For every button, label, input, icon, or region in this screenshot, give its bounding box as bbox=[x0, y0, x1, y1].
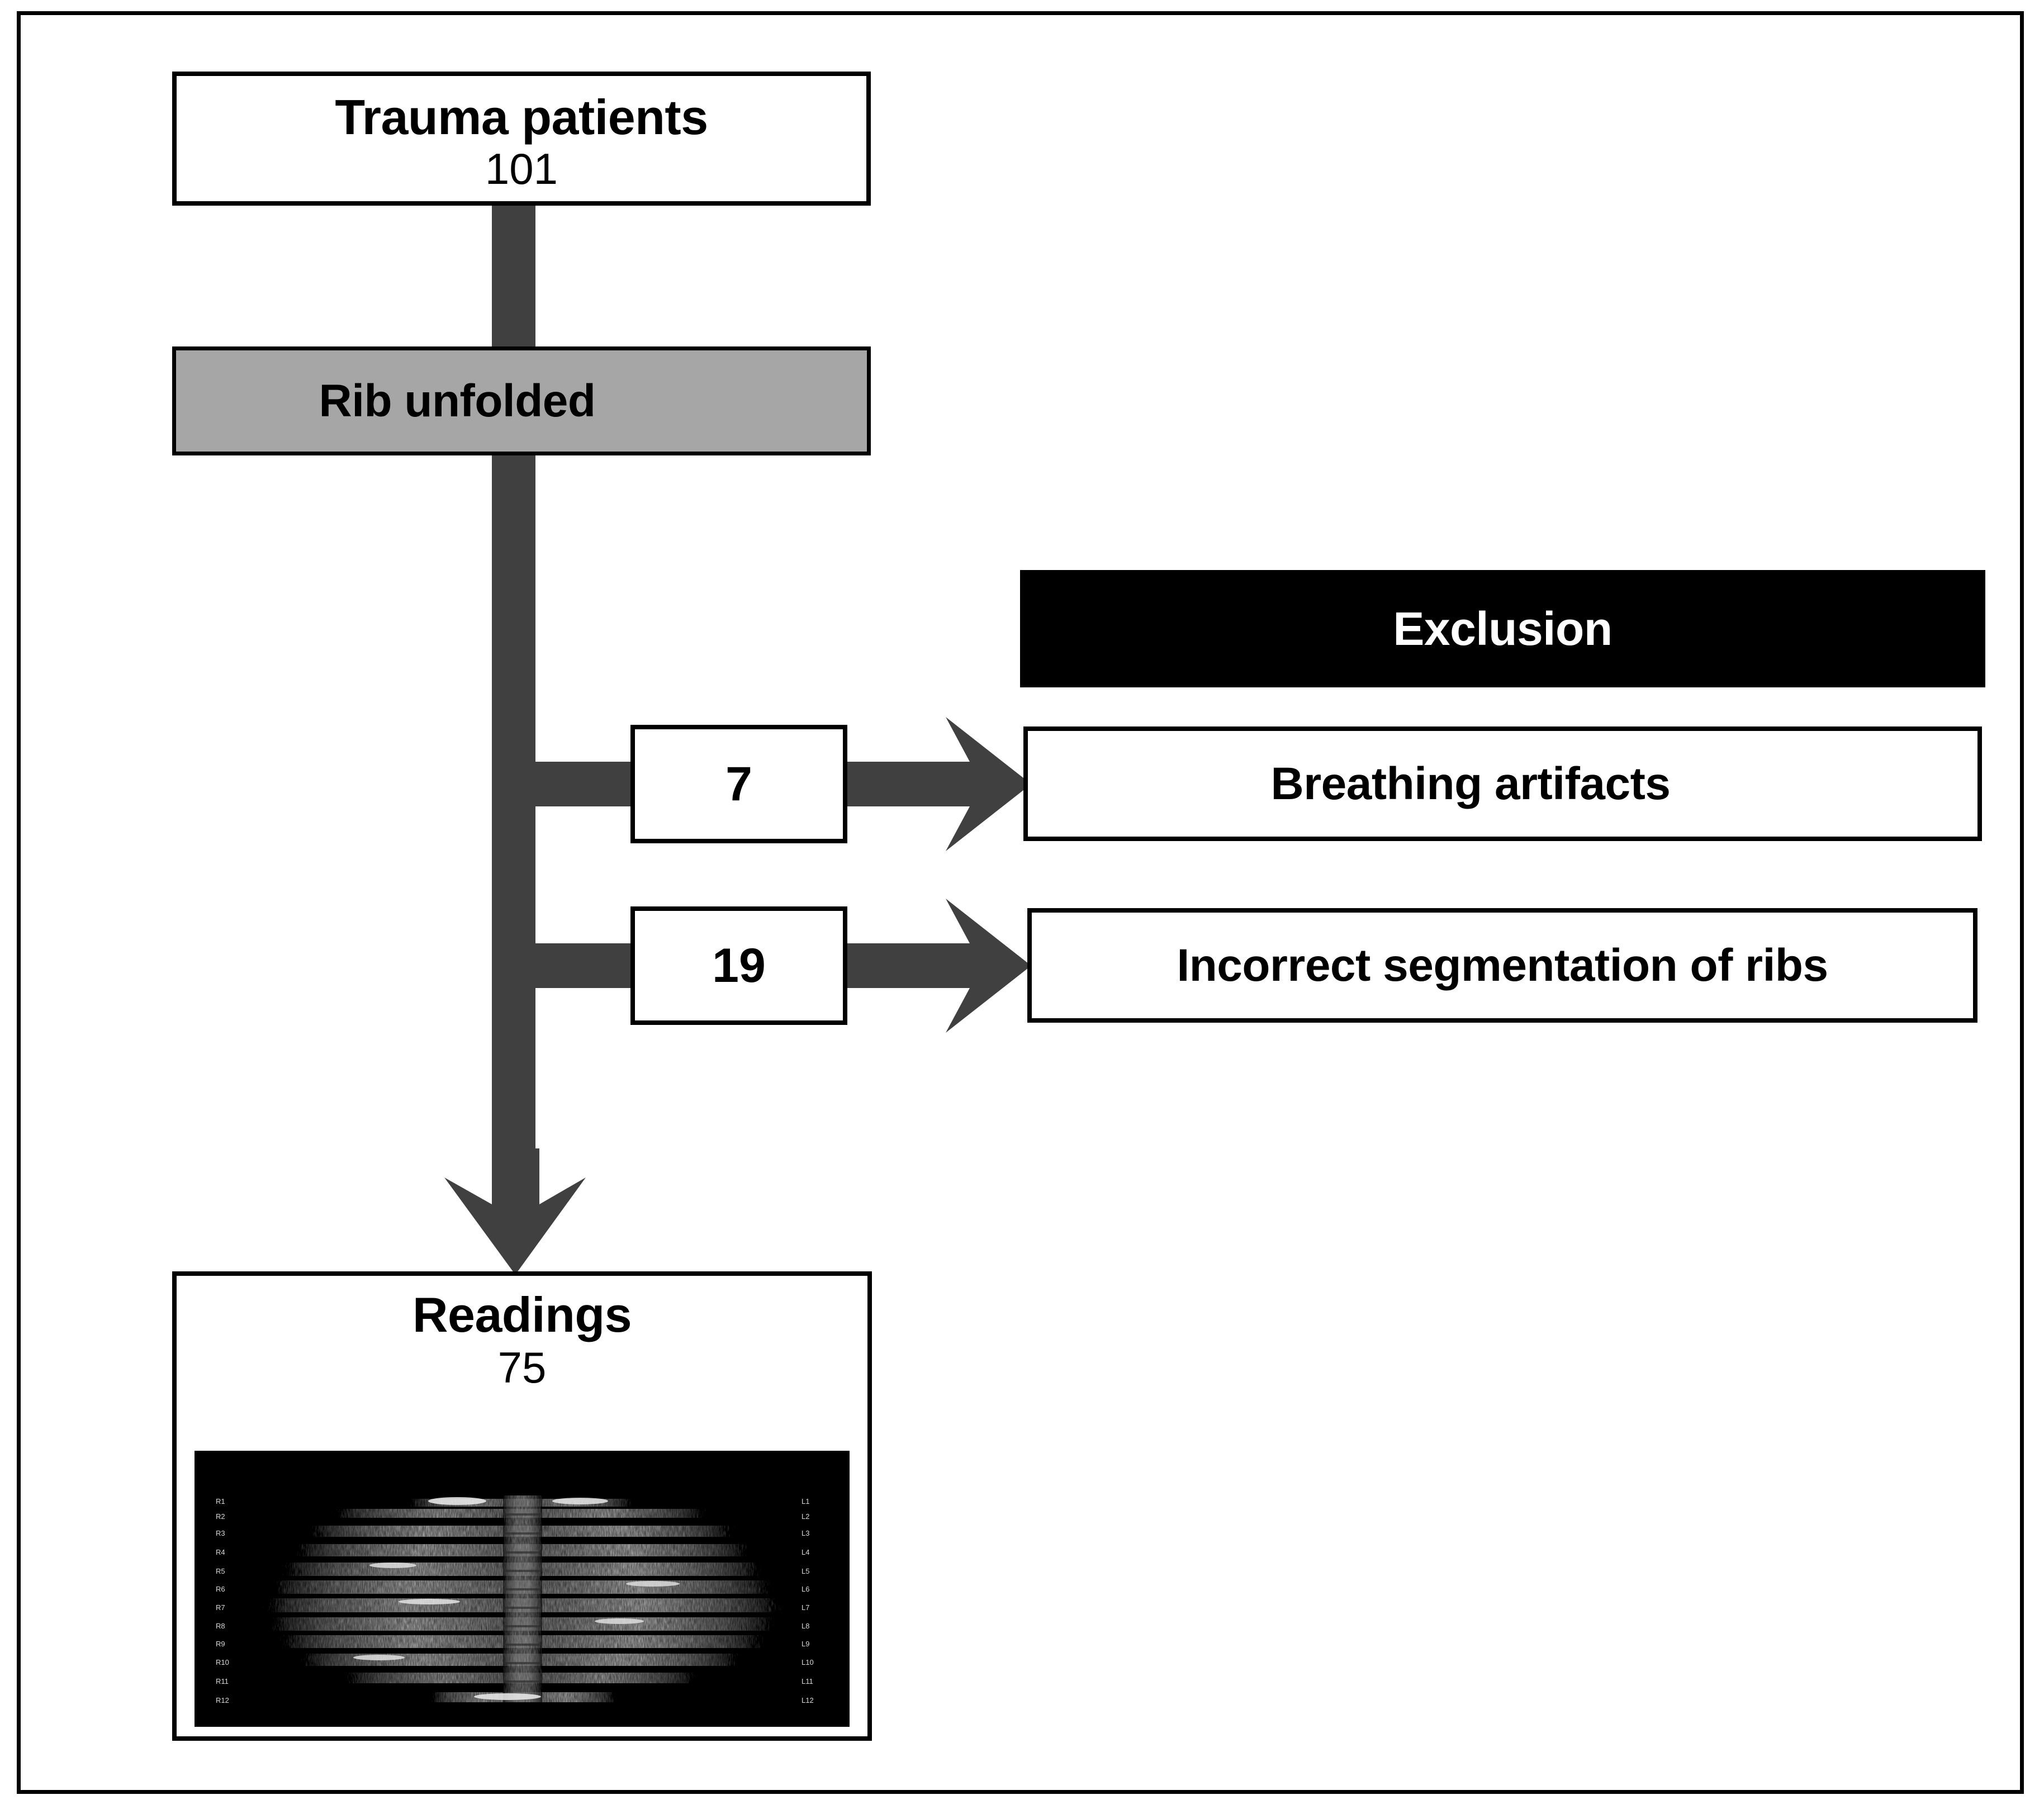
connector-branch-segmentation-left bbox=[492, 943, 643, 988]
node-exclusion-header: Exclusion bbox=[1020, 570, 1985, 687]
svg-text:L9: L9 bbox=[802, 1640, 809, 1648]
svg-text:R4: R4 bbox=[216, 1548, 225, 1556]
svg-text:L7: L7 bbox=[802, 1603, 809, 1612]
node-exclusion-count-breathing-value: 7 bbox=[725, 757, 752, 811]
node-rib-unfolded[interactable]: Rib unfolded bbox=[172, 346, 871, 455]
connector-branch-breathing-left bbox=[492, 762, 643, 806]
svg-text:R1: R1 bbox=[216, 1497, 225, 1506]
node-exclusion-count-breathing[interactable]: 7 bbox=[630, 725, 847, 843]
svg-text:L12: L12 bbox=[802, 1696, 814, 1704]
node-exclusion-header-label: Exclusion bbox=[1393, 602, 1613, 655]
arrow-right-breathing-icon bbox=[917, 717, 1031, 851]
svg-text:R6: R6 bbox=[216, 1585, 225, 1593]
node-incorrect-segmentation-label: Incorrect segmentation of ribs bbox=[1177, 939, 1828, 991]
node-breathing-artifacts-label: Breathing artifacts bbox=[1270, 758, 1671, 809]
svg-text:R5: R5 bbox=[216, 1567, 225, 1575]
unfolded-rib-ct-image: R1 R2 R3 R4 R5 R6 R7 R8 R9 R10 R11 R12 L… bbox=[195, 1451, 850, 1727]
node-trauma-patients[interactable]: Trauma patients 101 bbox=[172, 72, 871, 206]
svg-text:L8: L8 bbox=[802, 1622, 809, 1630]
unfolded-rib-ct-svg: R1 R2 R3 R4 R5 R6 R7 R8 R9 R10 R11 R12 L… bbox=[195, 1451, 850, 1727]
svg-text:R2: R2 bbox=[216, 1512, 225, 1521]
node-incorrect-segmentation[interactable]: Incorrect segmentation of ribs bbox=[1027, 908, 1977, 1023]
svg-text:R10: R10 bbox=[216, 1658, 229, 1666]
svg-text:R9: R9 bbox=[216, 1640, 225, 1648]
svg-text:R3: R3 bbox=[216, 1529, 225, 1537]
svg-text:L4: L4 bbox=[802, 1548, 809, 1556]
svg-text:L6: L6 bbox=[802, 1585, 809, 1593]
svg-text:L2: L2 bbox=[802, 1512, 809, 1521]
svg-text:L5: L5 bbox=[802, 1567, 809, 1575]
node-trauma-patients-label: Trauma patients bbox=[335, 89, 708, 145]
node-exclusion-count-segmentation-value: 19 bbox=[712, 938, 766, 993]
svg-text:R7: R7 bbox=[216, 1603, 225, 1612]
arrow-right-segmentation-icon bbox=[917, 899, 1031, 1033]
node-readings-count: 75 bbox=[497, 1343, 547, 1392]
svg-text:L1: L1 bbox=[802, 1497, 809, 1506]
node-readings-label: Readings bbox=[412, 1287, 632, 1342]
svg-text:R8: R8 bbox=[216, 1622, 225, 1630]
svg-text:L11: L11 bbox=[802, 1677, 813, 1685]
arrow-down-readings-icon bbox=[444, 1148, 586, 1275]
node-exclusion-count-segmentation[interactable]: 19 bbox=[630, 906, 847, 1025]
node-trauma-patients-count: 101 bbox=[485, 144, 558, 193]
svg-text:L3: L3 bbox=[802, 1529, 809, 1537]
svg-text:R12: R12 bbox=[216, 1696, 229, 1704]
node-rib-unfolded-label: Rib unfolded bbox=[319, 375, 596, 426]
svg-text:L10: L10 bbox=[802, 1658, 814, 1666]
svg-text:R11: R11 bbox=[216, 1677, 229, 1685]
node-breathing-artifacts[interactable]: Breathing artifacts bbox=[1023, 726, 1982, 841]
